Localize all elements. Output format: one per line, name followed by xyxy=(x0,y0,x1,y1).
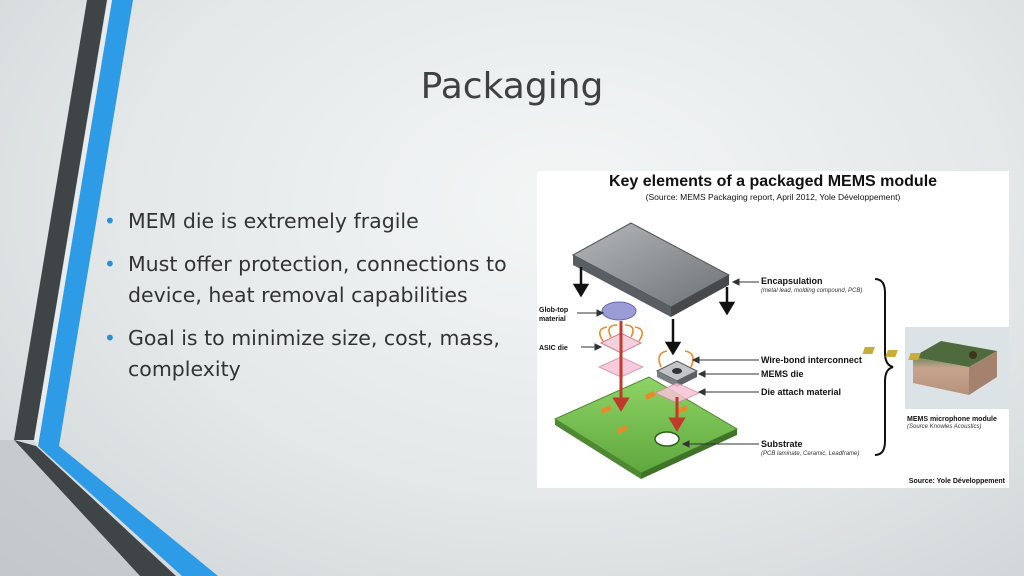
grouping-brace xyxy=(874,278,894,456)
label-microphone-sub: (Source Knowles Acoustics) xyxy=(907,424,981,430)
label-substrate: Substrate xyxy=(761,439,803,449)
die-attach-pad xyxy=(653,382,701,404)
bullet-text: Must offer protection, connections to de… xyxy=(128,252,507,307)
stripe-blue-top xyxy=(38,0,133,446)
bullet-item: • Goal is to minimize size, cost, mass, c… xyxy=(104,323,534,385)
label-substrate-sub: (PCB laminate, Ceramic, Leadframe) xyxy=(761,451,859,457)
figure-source: (Source: MEMS Packaging report, April 20… xyxy=(646,192,901,202)
label-globtop-line2: material xyxy=(539,316,566,323)
mems-die-shape xyxy=(655,350,699,387)
mems-diagram-figure: Key elements of a packaged MEMS module (… xyxy=(537,171,1009,488)
bullet-icon: • xyxy=(104,209,116,233)
stripe-dark-bottom xyxy=(14,440,176,576)
label-wirebond: Wire-bond interconnect xyxy=(761,355,862,365)
bullet-list: • MEM die is extremely fragile • Must offe… xyxy=(104,206,534,397)
stripe-gray-corner xyxy=(0,440,140,576)
glob-top-shape xyxy=(601,301,637,321)
mems-diagram: Key elements of a packaged MEMS module (… xyxy=(539,173,1009,485)
bullet-item: • MEM die is extremely fragile xyxy=(104,206,534,237)
bullet-icon: • xyxy=(104,252,116,276)
label-die-attach: Die attach material xyxy=(761,387,841,397)
stripe-blue-bottom xyxy=(38,446,218,576)
bullet-text: Goal is to minimize size, cost, mass, co… xyxy=(128,326,500,381)
lid-arrows xyxy=(572,267,736,356)
microphone-photo xyxy=(862,327,1009,409)
label-encapsulation-sub: (metal lead, molding compound, PCB) xyxy=(761,288,862,294)
label-globtop-line1: Glob-top xyxy=(539,307,568,314)
label-microphone: MEMS microphone module xyxy=(907,416,997,423)
figure-title: Key elements of a packaged MEMS module xyxy=(609,173,937,190)
bullet-item: • Must offer protection, connections to d… xyxy=(104,249,534,311)
stripe-dark-top xyxy=(14,0,107,440)
stripe-light xyxy=(34,0,112,446)
slide-title: Packaging xyxy=(420,66,604,107)
bullet-text: MEM die is extremely fragile xyxy=(128,209,419,233)
substrate-shape xyxy=(553,376,739,479)
assembly-arrows xyxy=(612,321,686,432)
encapsulation-lid-shape xyxy=(571,222,731,317)
label-asic: ASIC die xyxy=(539,345,568,352)
figure-credit: Source: Yole Développement xyxy=(909,478,1006,485)
leader-lines xyxy=(577,278,759,448)
bullet-icon: • xyxy=(104,326,116,350)
label-encapsulation: Encapsulation xyxy=(761,276,823,286)
label-mems-die: MEMS die xyxy=(761,369,804,379)
